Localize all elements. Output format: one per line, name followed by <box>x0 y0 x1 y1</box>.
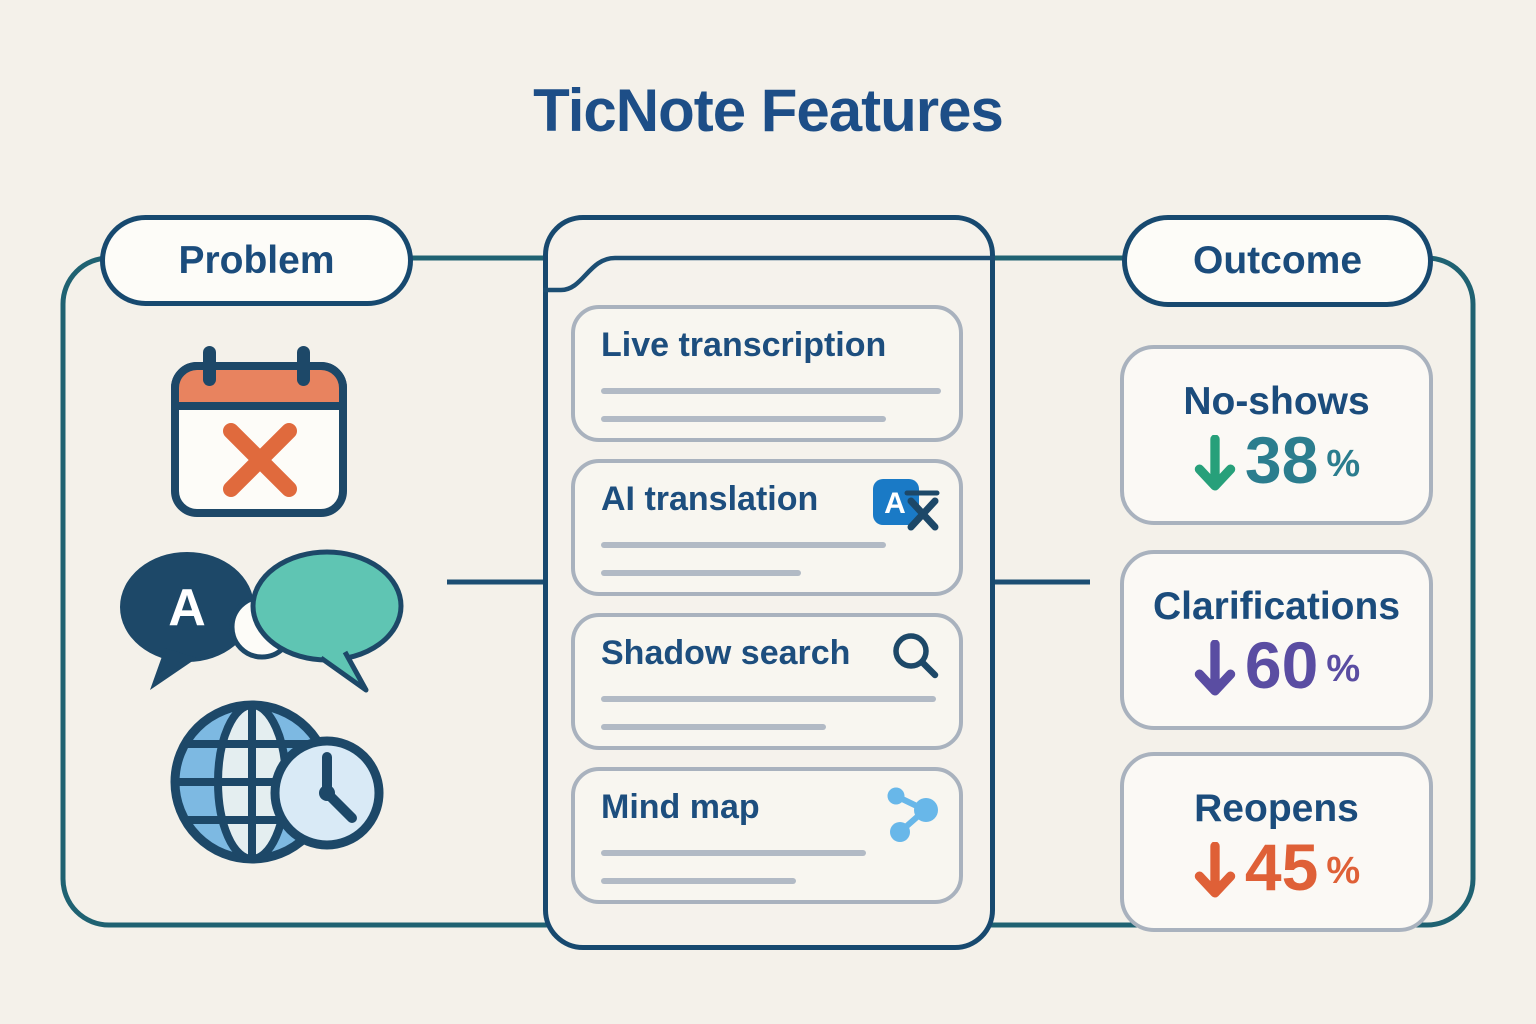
stat-unit: % <box>1326 850 1361 893</box>
feature-label: Shadow search <box>601 634 851 672</box>
missed-meeting-calendar-icon <box>171 346 347 517</box>
stat-value-row: 45 % <box>1193 834 1360 900</box>
stat-unit: % <box>1326 648 1361 691</box>
mind-map-icon <box>885 785 941 850</box>
placeholder-line <box>601 724 826 731</box>
stat-label: Clarifications <box>1152 584 1401 628</box>
feature-box-mind-map: Mind map <box>571 767 963 904</box>
problem-label: Problem <box>178 238 335 282</box>
feature-list: Live transcription AI translation A <box>571 305 963 904</box>
stat-label: No-shows <box>1183 379 1370 423</box>
placeholder-line <box>601 570 801 577</box>
stat-unit: % <box>1326 443 1361 486</box>
feature-label: AI translation <box>601 480 819 518</box>
down-arrow-icon <box>1193 842 1237 898</box>
feature-box-ai-translation: AI translation A <box>571 459 963 596</box>
translate-icon: A <box>873 477 941 544</box>
global-time-zones-icon <box>170 700 384 864</box>
placeholder-line <box>601 878 796 885</box>
page-title: TicNote Features <box>533 77 1004 144</box>
problem-header-pill: Problem <box>100 215 413 306</box>
outcome-label: Outcome <box>1192 239 1363 282</box>
feature-box-live-transcription: Live transcription <box>571 305 963 442</box>
card-fold-line <box>543 255 995 293</box>
outcome-stat-no-shows: No-shows 38 % <box>1120 345 1433 525</box>
placeholder-line <box>601 696 936 703</box>
bubble-letter: A <box>168 579 206 637</box>
features-card: Live transcription AI translation A <box>543 215 995 950</box>
search-icon <box>891 631 941 686</box>
feature-label: Live transcription <box>601 326 887 364</box>
down-arrow-icon <box>1193 435 1237 491</box>
stat-value: 45 <box>1244 830 1319 905</box>
placeholder-line <box>601 388 941 395</box>
placeholder-line <box>601 416 886 423</box>
translation-chat-bubbles-icon: A <box>120 549 404 693</box>
stat-value: 38 <box>1244 423 1319 498</box>
feature-box-shadow-search: Shadow search <box>571 613 963 750</box>
stat-value-row: 38 % <box>1193 427 1360 493</box>
outcome-stat-reopens: Reopens 45 % <box>1120 752 1433 932</box>
stat-label: Reopens <box>1194 786 1359 830</box>
outcome-header-pill: Outcome <box>1122 215 1433 307</box>
placeholder-line <box>601 850 866 857</box>
down-arrow-icon <box>1193 640 1237 696</box>
outcome-stat-clarifications: Clarifications 60 % <box>1120 550 1433 730</box>
stat-value: 60 <box>1244 628 1319 703</box>
feature-label: Mind map <box>601 788 760 826</box>
placeholder-line <box>601 542 886 549</box>
translate-icon-letter: A <box>884 487 906 520</box>
stat-value-row: 60 % <box>1193 632 1360 698</box>
